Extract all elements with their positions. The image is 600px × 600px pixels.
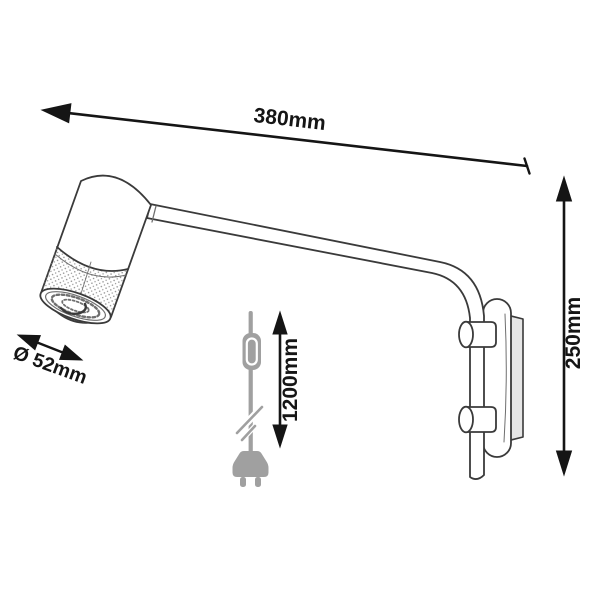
dim-arm-length: 380mm xyxy=(40,103,531,175)
thumbscrew-bottom xyxy=(458,405,497,434)
wall-bracket-contour xyxy=(503,313,507,443)
cable-break-icon xyxy=(233,403,266,443)
arrowhead-down xyxy=(555,450,573,477)
dim-cord-length: 1200mm xyxy=(272,310,302,449)
arrowhead-down xyxy=(272,424,288,449)
bulb-center-mark xyxy=(59,302,88,316)
arrowhead-up xyxy=(555,175,573,202)
dim-cord-length-label: 1200mm xyxy=(279,338,302,422)
cord-lower xyxy=(248,369,253,453)
dim-arm-length-label: 380mm xyxy=(252,104,327,135)
arm-collar xyxy=(151,205,157,223)
lamp-arm xyxy=(146,203,485,480)
dim-head-diameter: Ø 52mm xyxy=(10,334,90,389)
arrowhead-left xyxy=(40,103,72,124)
switch-button xyxy=(245,337,258,366)
arrowhead-up xyxy=(272,310,288,335)
arrowhead-downright xyxy=(58,344,84,361)
plug-prong-left xyxy=(240,477,246,487)
lamp-face xyxy=(39,287,112,325)
end-tick xyxy=(523,157,531,175)
plug-prong-right xyxy=(255,477,261,487)
arrowhead-upleft xyxy=(16,334,42,351)
dim-head-diameter-label: Ø 52mm xyxy=(10,342,90,389)
dim-mount-height: 250mm xyxy=(555,175,585,477)
lamp-head xyxy=(39,174,157,325)
power-plug-icon xyxy=(232,451,269,477)
cord-graphic xyxy=(232,311,269,487)
lamp-line-drawing xyxy=(39,174,524,480)
thumbscrew-top xyxy=(458,320,497,349)
cord-top xyxy=(248,311,253,335)
dim-mount-height-label: 250mm xyxy=(562,297,585,369)
